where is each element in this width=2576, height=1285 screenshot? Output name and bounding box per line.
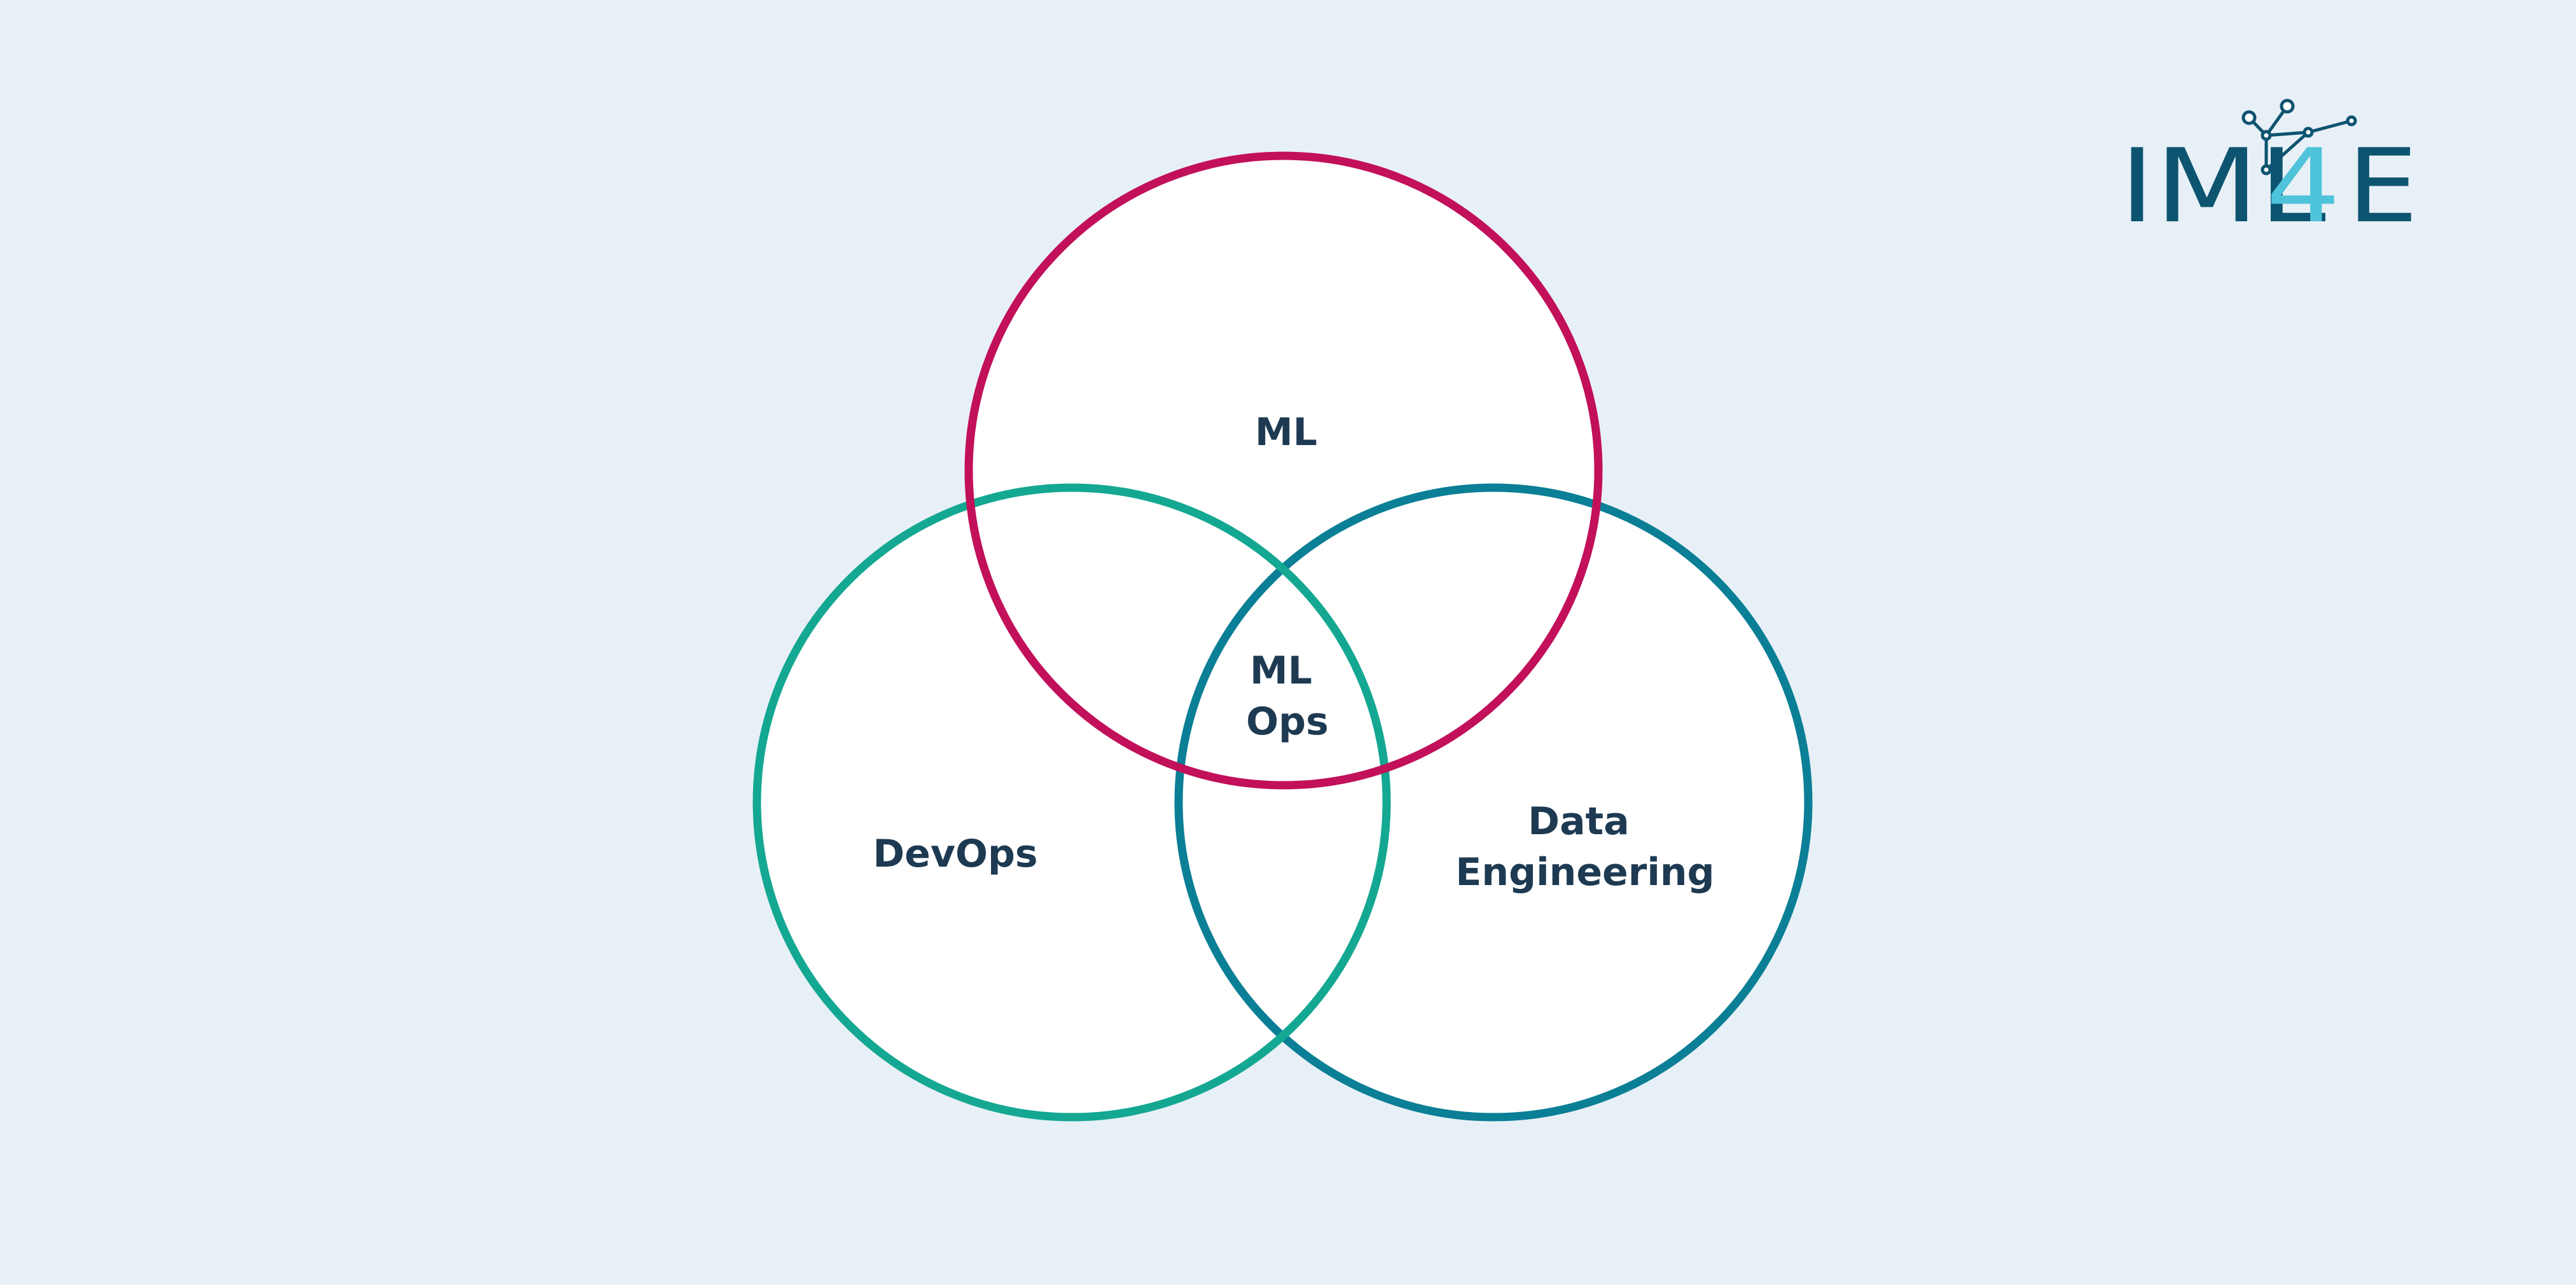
data-engineering-label-line2: Engineering [1455,850,1714,895]
devops-label: DevOps [873,832,1037,876]
venn-labels: ML ML Ops DevOps Data Engineering [873,410,1714,895]
data-engineering-label-line1: Data [1528,799,1629,844]
data-engineering-circle[interactable] [1174,483,1813,1122]
mlops-label-line2: Ops [1246,699,1329,744]
ml-label: ML [1255,410,1317,455]
mlops-label-line1: ML [1250,649,1312,693]
logo-text: IML 4 E [2119,127,2418,245]
circle-rings [752,151,1813,1122]
circle-fills [757,156,1808,1117]
logo-text-4: 4 [2266,127,2341,245]
devops-circle[interactable] [752,483,1391,1122]
logo: IML 4 E [2119,99,2418,245]
ml-circle[interactable] [964,151,1603,790]
logo-text-e: E [2347,127,2418,245]
data-engineering-circle-fill [1179,488,1808,1117]
network-graph-icon [2241,99,2357,175]
